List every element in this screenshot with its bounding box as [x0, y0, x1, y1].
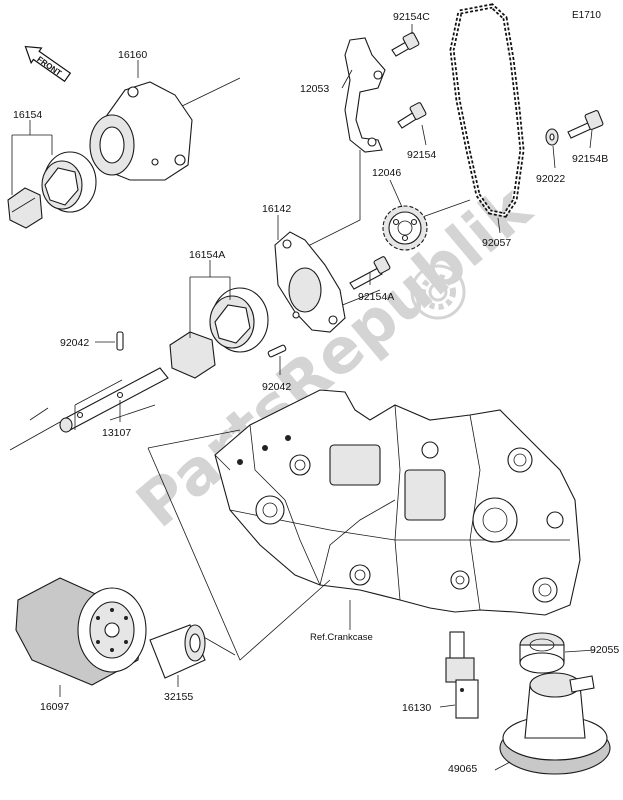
- label-92055: 92055: [590, 644, 619, 656]
- oil-filter-16097: [15, 577, 147, 686]
- bolt-92154: [397, 102, 427, 129]
- pump-rotor-16154: [7, 151, 97, 229]
- leader-lines: [11, 24, 596, 771]
- pin-92042-left: [116, 331, 124, 351]
- label-92022: 92022: [536, 173, 565, 185]
- crankcase: [214, 389, 581, 616]
- label-92154: 92154: [407, 149, 436, 161]
- o-ring-92055: [519, 632, 565, 674]
- label-12053: 12053: [300, 83, 329, 95]
- pin-92042-mid: [267, 344, 287, 358]
- label-32155: 32155: [164, 691, 193, 703]
- pump-rotor-16154a: [169, 287, 269, 379]
- label-92154a: 92154A: [358, 291, 394, 303]
- label-92057: 92057: [482, 237, 511, 249]
- part-labels: 16160 16154 16154A 92042 13107 92042 161…: [13, 11, 619, 775]
- pump-cover-16142: [274, 231, 346, 333]
- label-49065: 49065: [448, 763, 477, 775]
- pipe-32155: [149, 624, 206, 679]
- oil-pump-housing-16160: [89, 81, 193, 181]
- label-92042-left: 92042: [60, 337, 89, 349]
- label-16142: 16142: [262, 203, 291, 215]
- drive-chain-92057: [449, 3, 525, 218]
- washer-92022: [545, 128, 559, 146]
- label-13107: 13107: [102, 427, 131, 439]
- bolt-92154a: [349, 256, 391, 290]
- front-arrow-icon: FRONT: [24, 45, 72, 83]
- label-92154b: 92154B: [572, 153, 608, 165]
- pump-shaft-13107: [59, 367, 169, 433]
- label-16154: 16154: [13, 109, 42, 121]
- label-92042-mid: 92042: [262, 381, 291, 393]
- crankcase-ref-label: Ref.Crankcase: [310, 632, 373, 643]
- watermark-gear-icon: [410, 264, 466, 320]
- label-16097: 16097: [40, 701, 69, 713]
- label-16130: 16130: [402, 702, 431, 714]
- label-16160: 16160: [118, 49, 147, 61]
- bolt-92154b: [567, 110, 604, 139]
- chain-guide-12053: [344, 37, 386, 153]
- bolt-92154c: [391, 32, 420, 57]
- label-92154c: 92154C: [393, 11, 430, 23]
- relief-valve-16130: [445, 631, 479, 719]
- oil-strainer-49065: [499, 672, 611, 775]
- label-16154a: 16154A: [189, 249, 225, 261]
- label-12046: 12046: [372, 167, 401, 179]
- diagram-code: E1710: [572, 10, 601, 21]
- sprocket-12046: [382, 205, 428, 251]
